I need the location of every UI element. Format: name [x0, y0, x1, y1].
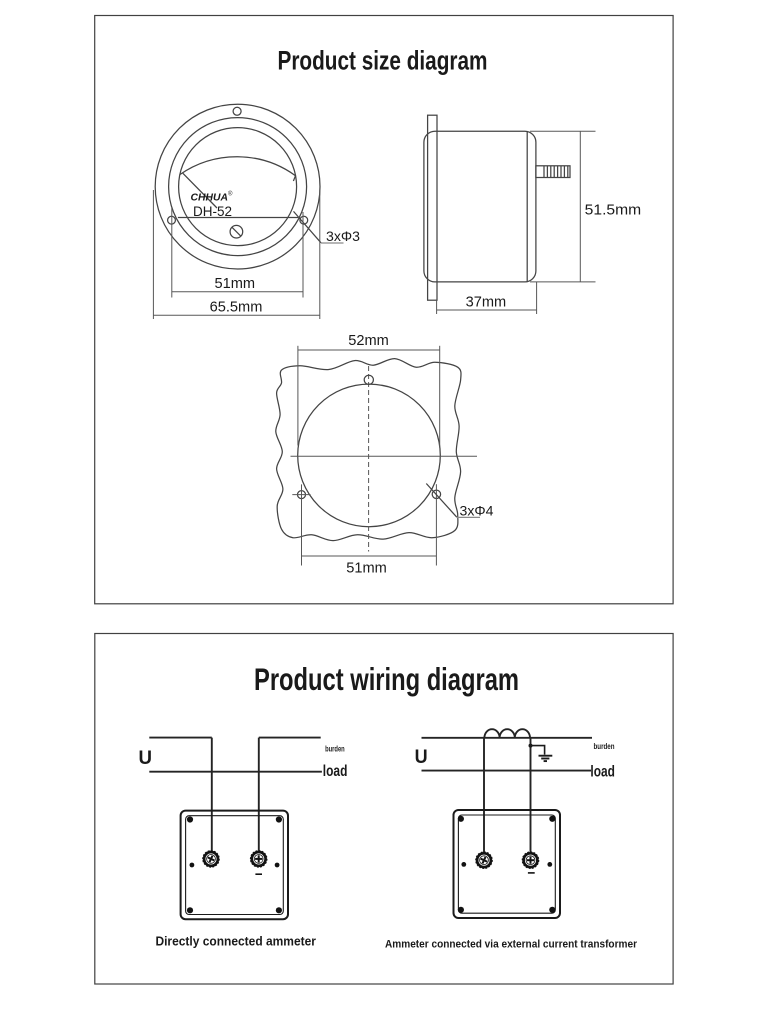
svg-text:Ammeter connected via external: Ammeter connected via external current t…	[385, 938, 638, 950]
svg-text:load: load	[590, 764, 615, 781]
svg-text:U: U	[139, 748, 153, 769]
svg-text:3xΦ4: 3xΦ4	[460, 504, 495, 519]
svg-text:51.5mm: 51.5mm	[585, 202, 642, 218]
svg-text:load: load	[323, 763, 348, 780]
svg-text:®: ®	[228, 191, 233, 198]
svg-text:DH-52: DH-52	[193, 204, 232, 219]
svg-text:Directly connected ammeter: Directly connected ammeter	[155, 934, 316, 949]
svg-text:U: U	[415, 747, 428, 768]
svg-text:65.5mm: 65.5mm	[210, 299, 263, 315]
svg-text:Product wiring diagram: Product wiring diagram	[254, 661, 519, 697]
svg-text:52mm: 52mm	[348, 333, 389, 349]
svg-text:burden: burden	[325, 745, 345, 754]
svg-text:CHHUA: CHHUA	[191, 193, 229, 204]
svg-text:51mm: 51mm	[346, 560, 387, 576]
svg-text:3xΦ3: 3xΦ3	[326, 229, 360, 244]
svg-text:37mm: 37mm	[466, 295, 507, 311]
svg-text:burden: burden	[594, 742, 615, 751]
svg-text:51mm: 51mm	[215, 276, 256, 292]
svg-text:Product size diagram: Product size diagram	[278, 46, 488, 76]
